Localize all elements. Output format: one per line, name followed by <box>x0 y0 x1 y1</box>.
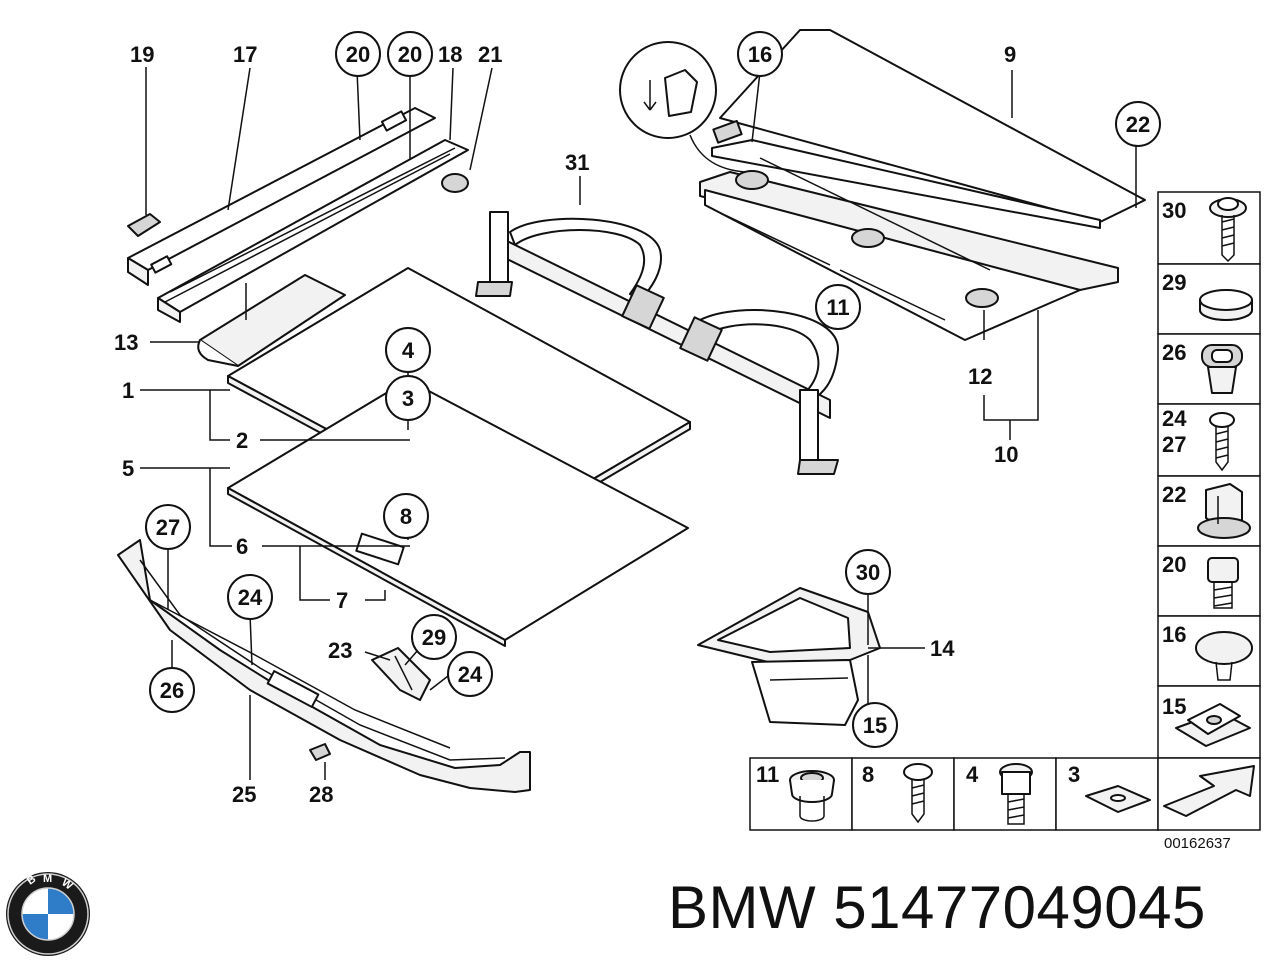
table-label-29: 29 <box>1162 270 1186 295</box>
fastener-table-right: 30 29 26 24 27 22 20 16 15 <box>1157 191 1261 759</box>
callout-circle-22: 22 <box>1115 101 1161 147</box>
callout-12: 12 <box>968 364 992 389</box>
svg-text:22: 22 <box>1126 112 1150 137</box>
table-label-16: 16 <box>1162 622 1186 647</box>
grommet-icon <box>789 770 835 822</box>
table-label-20: 20 <box>1162 552 1186 577</box>
part-caption: BMW 51477049045 <box>668 874 1206 941</box>
callout-circle-30: 30 <box>845 549 891 595</box>
callout-circle-24b: 24 <box>447 651 493 697</box>
screw-flange-icon <box>1209 197 1247 263</box>
floor-panels <box>227 267 691 647</box>
hex-nut-icon <box>1197 483 1251 539</box>
callout-14: 14 <box>930 636 955 661</box>
callout-circle-24a: 24 <box>227 574 273 620</box>
arrow-direction-icon <box>1163 765 1255 817</box>
table-label-26: 26 <box>1162 340 1186 365</box>
callout-10: 10 <box>994 442 1018 467</box>
washer-plate-icon <box>1085 785 1151 813</box>
callout-circle-29: 29 <box>411 614 457 660</box>
callout-17: 17 <box>233 42 257 67</box>
hex-bolt-icon <box>1207 557 1239 609</box>
callout-9: 9 <box>1004 42 1016 67</box>
table-label-27: 27 <box>1162 432 1186 457</box>
callout-circle-20a: 20 <box>335 31 381 77</box>
svg-text:15: 15 <box>863 713 887 738</box>
table-label-11: 11 <box>756 762 779 787</box>
push-rivet-icon <box>1195 631 1253 681</box>
table-label-4: 4 <box>966 762 979 787</box>
shelf-assembly <box>619 29 1146 341</box>
callout-21: 21 <box>478 42 502 67</box>
callout-labels: 19 17 18 21 9 31 13 1 2 5 6 7 12 10 14 2… <box>114 42 1018 807</box>
callout-19: 19 <box>130 42 154 67</box>
leader-lines <box>140 67 1137 780</box>
svg-text:20: 20 <box>398 42 422 67</box>
strap-assembly <box>475 211 840 475</box>
callout-circle-27: 27 <box>145 504 191 550</box>
table-label-8: 8 <box>862 762 874 787</box>
table-label-15: 15 <box>1162 694 1186 719</box>
drawing-number: 00162637 <box>1164 835 1231 852</box>
callout-circle-4: 4 <box>385 327 431 373</box>
table-label-30: 30 <box>1162 198 1186 223</box>
svg-text:27: 27 <box>156 515 180 540</box>
tapping-screw-icon <box>1209 412 1235 472</box>
svg-text:30: 30 <box>856 560 880 585</box>
callout-circle-11: 11 <box>815 284 861 330</box>
callout-circle-15: 15 <box>852 702 898 748</box>
svg-text:4: 4 <box>402 338 415 363</box>
cap-plug-icon <box>1199 289 1253 321</box>
svg-text:16: 16 <box>748 42 772 67</box>
svg-text:24: 24 <box>238 585 263 610</box>
callout-1: 1 <box>122 378 134 403</box>
callout-circle-16: 16 <box>737 31 783 77</box>
svg-text:M: M <box>43 873 52 885</box>
expanding-nut-icon <box>1201 344 1243 394</box>
svg-text:3: 3 <box>402 386 414 411</box>
callout-6: 6 <box>236 534 248 559</box>
table-label-22: 22 <box>1162 482 1186 507</box>
callout-28: 28 <box>309 782 333 807</box>
stud-bolt-icon <box>999 763 1033 825</box>
callout-circle-20b: 20 <box>387 31 433 77</box>
svg-text:11: 11 <box>826 295 849 320</box>
bmw-logo: B M W <box>6 872 90 956</box>
callout-31: 31 <box>565 150 589 175</box>
table-label-3: 3 <box>1068 762 1080 787</box>
screw-icon <box>903 763 933 824</box>
storage-box <box>697 587 881 726</box>
svg-text:20: 20 <box>346 42 370 67</box>
svg-text:26: 26 <box>160 678 184 703</box>
svg-text:29: 29 <box>422 625 446 650</box>
callout-circle-26: 26 <box>149 667 195 713</box>
callout-13: 13 <box>114 330 138 355</box>
callout-7: 7 <box>336 588 348 613</box>
callout-circle-3: 3 <box>385 375 431 421</box>
callout-2: 2 <box>236 428 248 453</box>
speed-nut-icon <box>1175 703 1251 747</box>
circled-callouts: 20 20 16 22 11 4 3 8 27 24 29 24 26 30 1… <box>145 31 1161 748</box>
fastener-table-bottom: 11 8 4 3 <box>749 757 1261 831</box>
callout-25: 25 <box>232 782 256 807</box>
sill-cover <box>117 539 531 793</box>
svg-text:24: 24 <box>458 662 483 687</box>
svg-text:8: 8 <box>400 504 412 529</box>
callout-23: 23 <box>328 638 352 663</box>
callout-5: 5 <box>122 456 134 481</box>
callout-circle-8: 8 <box>383 493 429 539</box>
table-label-24: 24 <box>1162 406 1187 431</box>
callout-18: 18 <box>438 42 462 67</box>
rail-assembly <box>127 107 469 367</box>
